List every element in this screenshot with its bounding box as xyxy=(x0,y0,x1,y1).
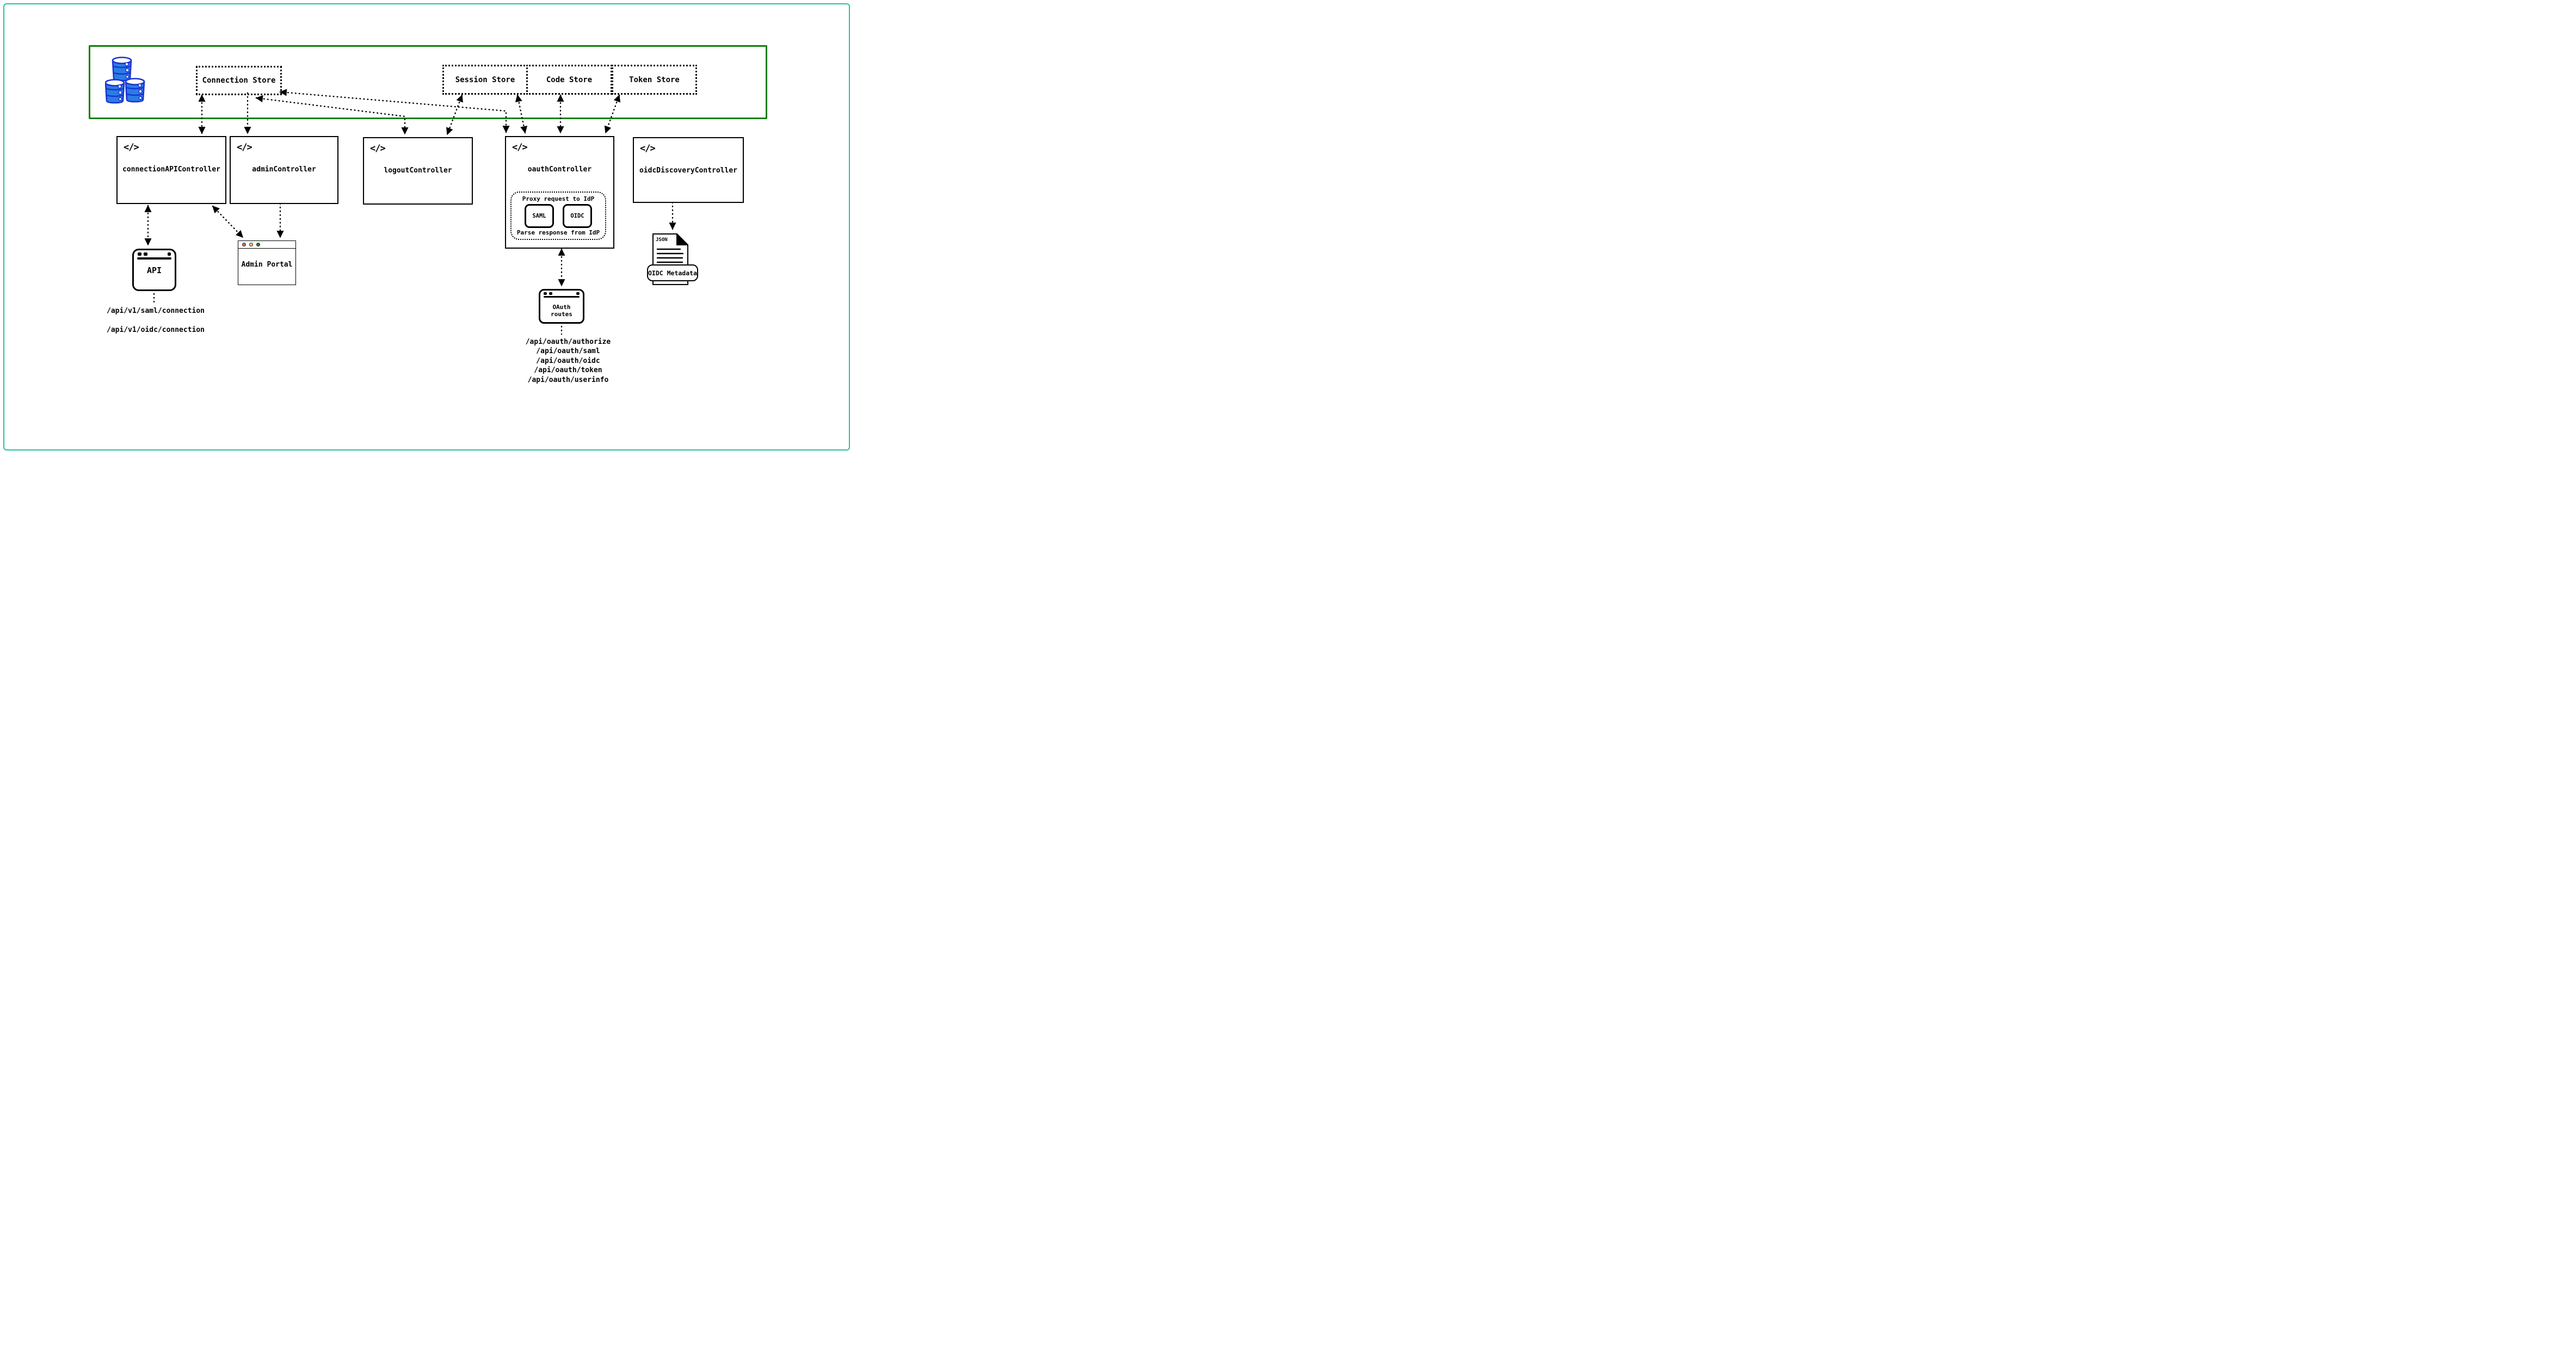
code-icon: </> xyxy=(124,142,139,153)
connection-store: Connection Store xyxy=(196,66,282,95)
titlebar-bar xyxy=(544,296,580,298)
oauth-endpoint: /api/oauth/userinfo xyxy=(527,375,609,384)
minimize-light-icon xyxy=(249,243,253,246)
code-icon: </> xyxy=(370,143,386,154)
outer-frame xyxy=(3,3,850,451)
controller-label: logoutController xyxy=(384,166,452,175)
logout-controller: </> logoutController xyxy=(363,137,473,205)
titlebar-dot xyxy=(168,252,171,256)
oauth-endpoint: /api/oauth/oidc xyxy=(536,356,600,365)
proxy-title: Proxy request to IdP xyxy=(522,195,595,202)
controller-label: oidcDiscoveryController xyxy=(639,166,737,175)
oauth-endpoint: /api/oauth/saml xyxy=(536,347,600,356)
controller-label: oauthController xyxy=(527,165,592,174)
browser-titlebar xyxy=(238,241,295,249)
oauth-routes-label: OAuth routes xyxy=(551,304,572,318)
titlebar-dot xyxy=(576,292,580,295)
oidc-protocol-box: OIDC xyxy=(563,203,592,228)
code-icon: </> xyxy=(640,143,656,154)
window-titlebar xyxy=(134,250,175,256)
titlebar-dot xyxy=(549,292,552,295)
oauth-controller: </> oauthController Proxy request to IdP… xyxy=(505,136,614,249)
oauth-routes-window: OAuth routes xyxy=(539,289,584,324)
oauth-endpoint: /api/oauth/token xyxy=(534,366,602,375)
api-window: API xyxy=(132,249,176,291)
saml-protocol-box: SAML xyxy=(525,203,554,228)
proxy-footer: Parse response from IdP xyxy=(516,229,600,236)
window-titlebar xyxy=(540,291,583,295)
oauth-endpoint: /api/oauth/authorize xyxy=(525,338,611,346)
api-window-label: API xyxy=(146,266,162,275)
oauth-endpoint-list: /api/oauth/authorize /api/oauth/saml /ap… xyxy=(514,337,623,385)
titlebar-dot xyxy=(138,252,141,256)
api-endpoint: /api/v1/oidc/connection xyxy=(107,326,205,334)
api-endpoint: /api/v1/saml/connection xyxy=(107,307,205,315)
doc-filetype-label: JSON xyxy=(656,237,668,243)
admin-portal-label: Admin Portal xyxy=(241,261,293,269)
admin-controller: </> adminController xyxy=(230,136,338,204)
connection-api-controller: </> connectionAPIController xyxy=(116,136,226,204)
titlebar-dot xyxy=(144,252,147,256)
idp-proxy-box: Proxy request to IdP SAML OIDC Parse res… xyxy=(510,192,606,240)
code-icon: </> xyxy=(237,142,252,153)
admin-portal-window: Admin Portal xyxy=(238,240,296,285)
controller-label: adminController xyxy=(252,165,316,174)
session-store: Session Store xyxy=(442,65,528,95)
code-store: Code Store xyxy=(526,65,612,95)
diagram-canvas: Connection Store Session Store Code Stor… xyxy=(0,0,853,454)
titlebar-dot xyxy=(544,292,547,295)
titlebar-bar xyxy=(137,257,171,260)
close-light-icon xyxy=(242,243,246,246)
token-store: Token Store xyxy=(612,65,697,95)
oidc-discovery-controller: </> oidcDiscoveryController xyxy=(633,137,744,203)
code-icon: </> xyxy=(512,142,528,153)
maximize-light-icon xyxy=(256,243,260,246)
controller-label: connectionAPIController xyxy=(122,165,220,174)
oidc-metadata-banner: OIDC Metadata xyxy=(647,264,698,281)
